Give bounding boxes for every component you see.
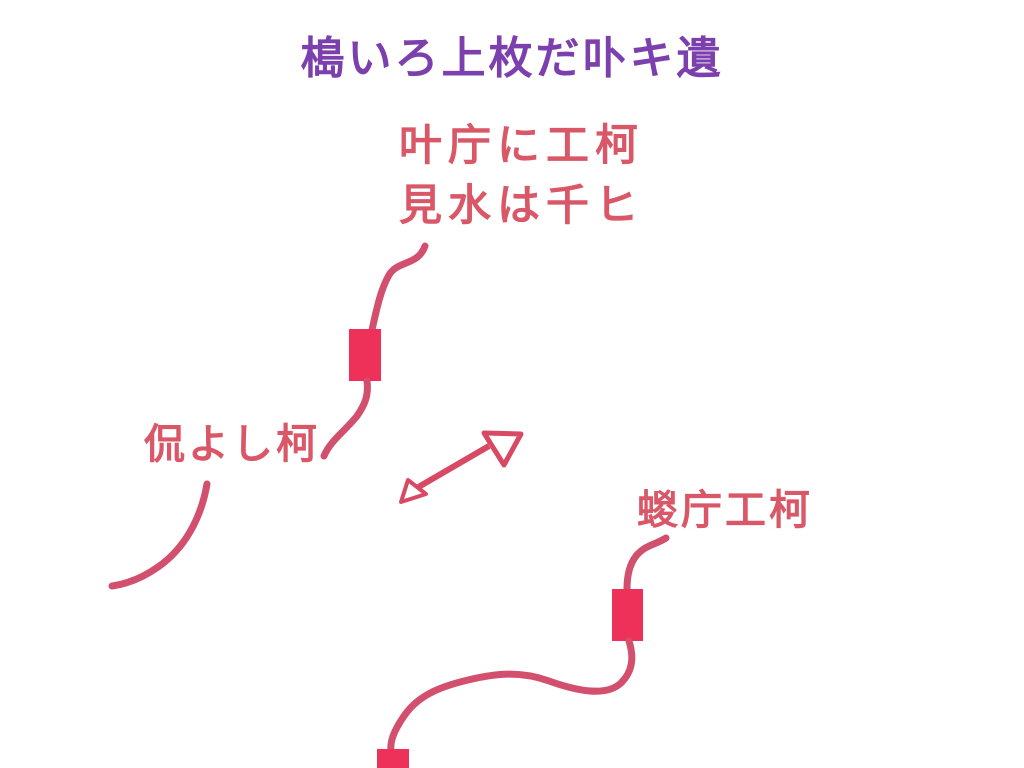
top-note-line-2: 見水は千ヒ [399,181,644,231]
arrowhead-lower-left-icon [399,478,428,504]
top-note: 叶庁に工柯 見水は千ヒ [399,116,644,236]
connector-top-curve-lower [320,377,371,460]
node-right-rect [612,589,643,641]
right-label: 蝬庁工柯 [637,486,813,534]
arrowhead-upper-right-icon [481,430,524,468]
node-bottom-rect [377,749,409,768]
node-upper-left-rect [349,329,381,381]
page-title: 槝いろ上枚だ卟キ遺 [300,33,724,84]
connector-top-curve-upper [368,242,429,334]
connector-left-tail-arc [108,480,211,590]
connector-bottom-s-curve [387,637,636,755]
top-note-line-1: 叶庁に工柯 [399,121,644,171]
double-arrow-shaft [413,443,491,492]
left-label: 侃よし柯 [144,420,320,468]
connector-right-curve-upper [623,534,670,593]
